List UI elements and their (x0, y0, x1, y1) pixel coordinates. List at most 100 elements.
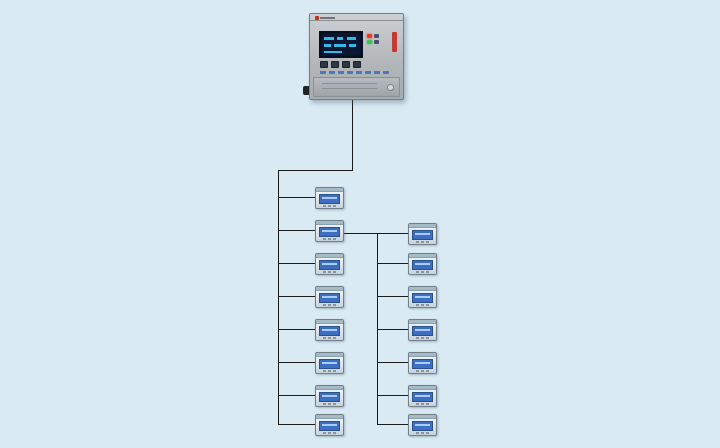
controller-seam (310, 20, 403, 21)
status-leds (367, 34, 381, 44)
gas-detector (315, 253, 344, 275)
detector-screen (319, 293, 340, 303)
detector-screen (319, 227, 340, 237)
detector-cap (316, 221, 343, 225)
key-button (320, 61, 328, 68)
stub-line (278, 329, 315, 330)
stub-line (377, 329, 408, 330)
detector-cap (409, 287, 436, 291)
detector-cap (316, 254, 343, 258)
fault-led-icon (374, 34, 379, 38)
detector-cap (409, 415, 436, 419)
detector-cap (316, 353, 343, 357)
detector-terminals (316, 304, 343, 306)
stub-line (278, 395, 315, 396)
detector-terminals (316, 403, 343, 405)
detector-screen (319, 359, 340, 369)
stub-line (377, 233, 408, 234)
detector-cap (316, 320, 343, 324)
gas-detector (408, 385, 437, 407)
controller-door (313, 77, 400, 97)
detector-terminals (316, 205, 343, 207)
detector-terminals (316, 370, 343, 372)
gas-detector (408, 414, 437, 436)
side-badge (392, 32, 397, 52)
detector-cap (316, 415, 343, 419)
detector-terminals (316, 271, 343, 273)
spare-led-icon (374, 40, 379, 44)
detector-cap (316, 287, 343, 291)
gas-detector (315, 286, 344, 308)
stub-line (278, 362, 315, 363)
detector-cap (316, 386, 343, 390)
gas-detector (408, 319, 437, 341)
tee-line (278, 170, 353, 171)
alarm-led-icon (367, 34, 372, 38)
brand-logo (315, 16, 337, 20)
gas-detector (315, 187, 344, 209)
logo-text (320, 17, 335, 19)
detector-screen (319, 194, 340, 204)
stub-line (278, 424, 315, 425)
stub-line (278, 296, 315, 297)
stub-line (377, 362, 408, 363)
gas-detector (408, 223, 437, 245)
gas-detector (315, 352, 344, 374)
gas-detector (315, 385, 344, 407)
cross-line (340, 233, 408, 234)
door-lock-icon (387, 84, 394, 91)
vent-slot (322, 88, 377, 89)
detector-cap (316, 188, 343, 192)
detector-screen (412, 359, 433, 369)
detector-cap (409, 386, 436, 390)
key-button (342, 61, 350, 68)
gas-detector (315, 220, 344, 242)
stub-line (377, 263, 408, 264)
detector-screen (412, 230, 433, 240)
detector-screen (412, 392, 433, 402)
detector-terminals (316, 337, 343, 339)
detector-cap (409, 254, 436, 258)
gas-alarm-controller (309, 13, 404, 100)
stub-line (377, 424, 408, 425)
detector-terminals (409, 241, 436, 243)
detector-screen (412, 293, 433, 303)
stub-line (278, 197, 315, 198)
detector-screen (319, 392, 340, 402)
gas-detector (315, 319, 344, 341)
controller-keypad (320, 61, 361, 68)
gas-detector (408, 352, 437, 374)
detector-terminals (409, 304, 436, 306)
detector-terminals (409, 403, 436, 405)
detector-terminals (409, 432, 436, 434)
power-led-icon (367, 40, 372, 44)
detector-terminals (316, 432, 343, 434)
detector-terminals (409, 370, 436, 372)
stub-line (377, 296, 408, 297)
stub-line (377, 395, 408, 396)
detector-cap (409, 224, 436, 228)
panel-label-text (320, 71, 390, 74)
gas-detector (315, 414, 344, 436)
detector-terminals (409, 271, 436, 273)
controller-screen (319, 31, 363, 58)
detector-screen (412, 421, 433, 431)
left-bus-line (278, 170, 279, 425)
key-button (331, 61, 339, 68)
vent-slot (322, 83, 377, 84)
detector-terminals (316, 238, 343, 240)
detector-cap (409, 320, 436, 324)
detector-cap (409, 353, 436, 357)
detector-screen (319, 326, 340, 336)
detector-screen (319, 260, 340, 270)
detector-screen (412, 260, 433, 270)
detector-screen (412, 326, 433, 336)
gas-detector (408, 253, 437, 275)
detector-terminals (409, 337, 436, 339)
stub-line (278, 263, 315, 264)
stub-line (278, 230, 315, 231)
controller-drop-line (352, 98, 353, 170)
gas-detector (408, 286, 437, 308)
logo-mark-icon (315, 16, 319, 20)
